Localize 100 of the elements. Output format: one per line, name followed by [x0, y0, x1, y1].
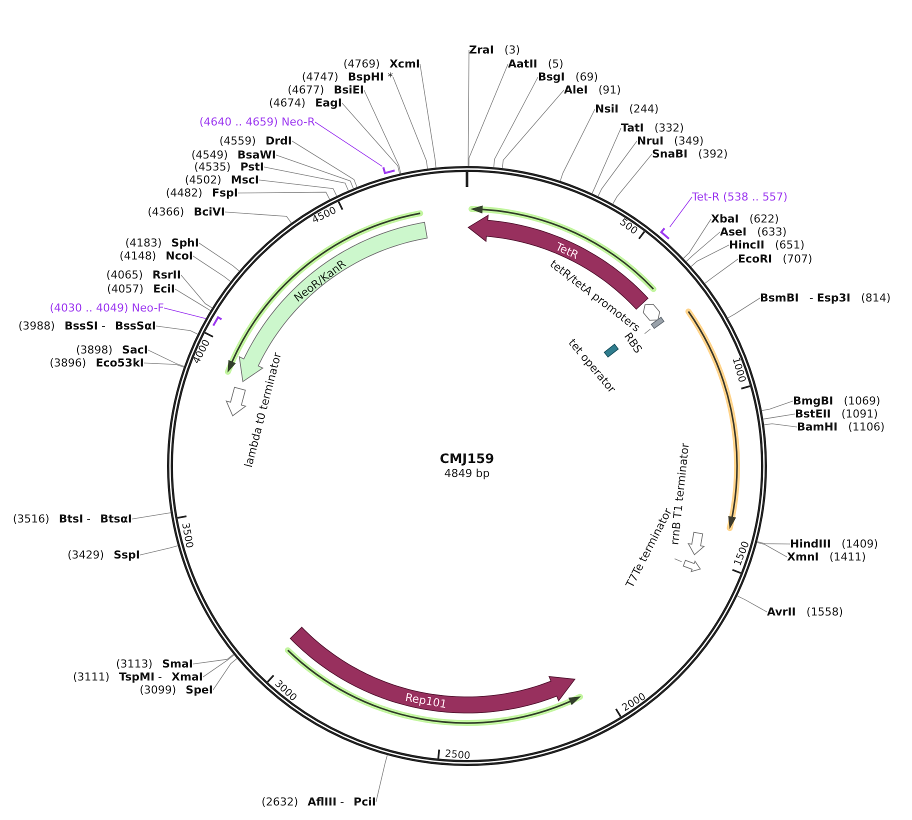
leader-line: [364, 90, 402, 174]
restriction-site-label: BsgI (69): [538, 70, 598, 84]
restriction-site-label: (3111) TspMI - XmaI: [72, 670, 203, 684]
restriction-site-label: (3429) SspI: [67, 548, 140, 562]
leader-line: [198, 242, 240, 272]
restriction-site-label: EcoRI (707): [738, 252, 812, 266]
terminator-arrow: [224, 386, 247, 417]
primer-marker: [660, 226, 670, 240]
leader-line: [756, 541, 790, 544]
leader-line: [392, 76, 428, 170]
leader-line: [468, 50, 470, 166]
restriction-site-label: AleI (91): [564, 84, 621, 96]
leader-line: [224, 212, 292, 224]
leader-line: [148, 350, 184, 367]
restriction-site-label: (4148) NcoI: [120, 250, 193, 262]
restriction-site-label: BsmBI - Esp3I (814): [760, 292, 891, 304]
restriction-site-label: (4674) EagI: [269, 96, 342, 110]
restriction-site-label: (4482) FspI: [166, 186, 238, 200]
leader-line: [156, 326, 198, 334]
restriction-site-label: (4549) BsaWI: [191, 148, 276, 162]
leader-line: [468, 64, 508, 166]
terminator-arrow: [686, 531, 705, 556]
restriction-site-label: XmnI (1411): [787, 550, 866, 564]
leader-line: [762, 414, 796, 420]
leader-line: [592, 128, 622, 194]
leader-line: [644, 328, 651, 334]
terminator-arrow: [682, 558, 702, 573]
leader-line: [761, 400, 794, 411]
restriction-site-label: XbaI (622): [711, 212, 779, 226]
restriction-site-label: NsiI (244): [595, 102, 659, 116]
restriction-site-label: (4559) DrdI: [219, 134, 292, 148]
restriction-site-label: (3099) SpeI: [140, 684, 213, 696]
restriction-site-label: (4769) XcmI: [343, 58, 420, 70]
restriction-site-label: AatII (5): [508, 58, 564, 70]
leader-line: [728, 298, 760, 318]
tick-label: 3500: [179, 522, 194, 549]
leader-line: [192, 256, 231, 282]
feature-label: TetR: [554, 240, 580, 262]
leader-line: [612, 154, 652, 204]
restriction-site-label: BstEII (1091): [795, 408, 878, 420]
restriction-site-label: (4502) MscI: [184, 174, 259, 186]
tick-label: 4000: [191, 338, 212, 366]
leader-line: [342, 102, 400, 174]
feature-label: Rep101: [404, 690, 448, 712]
promoter-symbol: [642, 302, 660, 322]
tick-label: 2500: [444, 748, 471, 762]
restriction-site-label: (4535) PstI: [194, 160, 264, 174]
primer-label: (4030 .. 4049) Neo-F: [50, 302, 164, 314]
leader-line: [674, 558, 682, 562]
leader-line: [264, 166, 349, 191]
restriction-site-label: BmgBI (1069): [793, 394, 880, 408]
leader-line: [202, 654, 234, 678]
primer-marker: [212, 316, 223, 327]
leader-line: [180, 274, 212, 308]
leader-line: [314, 122, 383, 167]
plasmid-size: 4849 bp: [444, 467, 490, 480]
restriction-site-label: BamHI (1106): [797, 420, 885, 434]
restriction-site-label: AvrII (1558): [767, 606, 843, 618]
leader-line: [598, 140, 638, 197]
leader-line: [493, 76, 538, 168]
leader-line: [192, 654, 234, 664]
primer-label: (4640 .. 4659) Neo-R: [199, 116, 315, 128]
restriction-site-label: SnaBI (392): [652, 148, 728, 160]
primer-label: Tet-R (538 .. 557): [692, 190, 788, 204]
leader-line: [376, 754, 388, 802]
leader-line: [756, 542, 788, 558]
leader-line: [238, 192, 330, 200]
tick-label: 4500: [310, 204, 338, 226]
leader-line: [560, 108, 596, 182]
restriction-site-label: (3516) BtsI - BtsαI: [12, 512, 132, 526]
restriction-site-label: ZraI (3): [469, 44, 520, 56]
rbs-marker: [650, 316, 666, 330]
restriction-site-label: (3898) SacI: [76, 344, 148, 356]
leader-line: [502, 90, 564, 168]
leader-line: [144, 362, 184, 368]
plasmid-name: CMJ159: [440, 452, 494, 467]
restriction-site-label: (3988) BssSI - BssSαI: [18, 320, 156, 332]
restriction-site-label: (4747) BspHI*: [302, 70, 393, 84]
restriction-site-label: (4677) BsiEI: [288, 84, 364, 96]
restriction-site-label: (2632) AflIII - PciI: [262, 796, 376, 808]
restriction-site-label: (3113) SmaI: [116, 658, 193, 670]
leader-line: [669, 196, 692, 228]
restriction-site-label: HindIII (1409): [790, 538, 878, 550]
restriction-site-label: (4065) RsrII: [106, 268, 181, 282]
tick-label: 1000: [730, 356, 748, 384]
leader-line: [683, 218, 712, 259]
tick-label: 500: [617, 216, 640, 238]
restriction-site-label: (4366) BciVI: [148, 206, 225, 218]
leader-line: [164, 308, 212, 320]
leader-line: [686, 232, 720, 262]
leader-line: [132, 512, 172, 520]
leader-line: [690, 244, 730, 267]
leader-line: [704, 258, 738, 284]
restriction-site-label: NruI (349): [637, 134, 704, 148]
restriction-site-label: AseI (633): [720, 226, 787, 238]
leader-line: [174, 288, 211, 311]
restriction-site-label: HincII (651): [729, 238, 805, 252]
leader-line: [212, 658, 238, 690]
primer-marker: [382, 166, 396, 175]
leader-line: [764, 423, 798, 428]
